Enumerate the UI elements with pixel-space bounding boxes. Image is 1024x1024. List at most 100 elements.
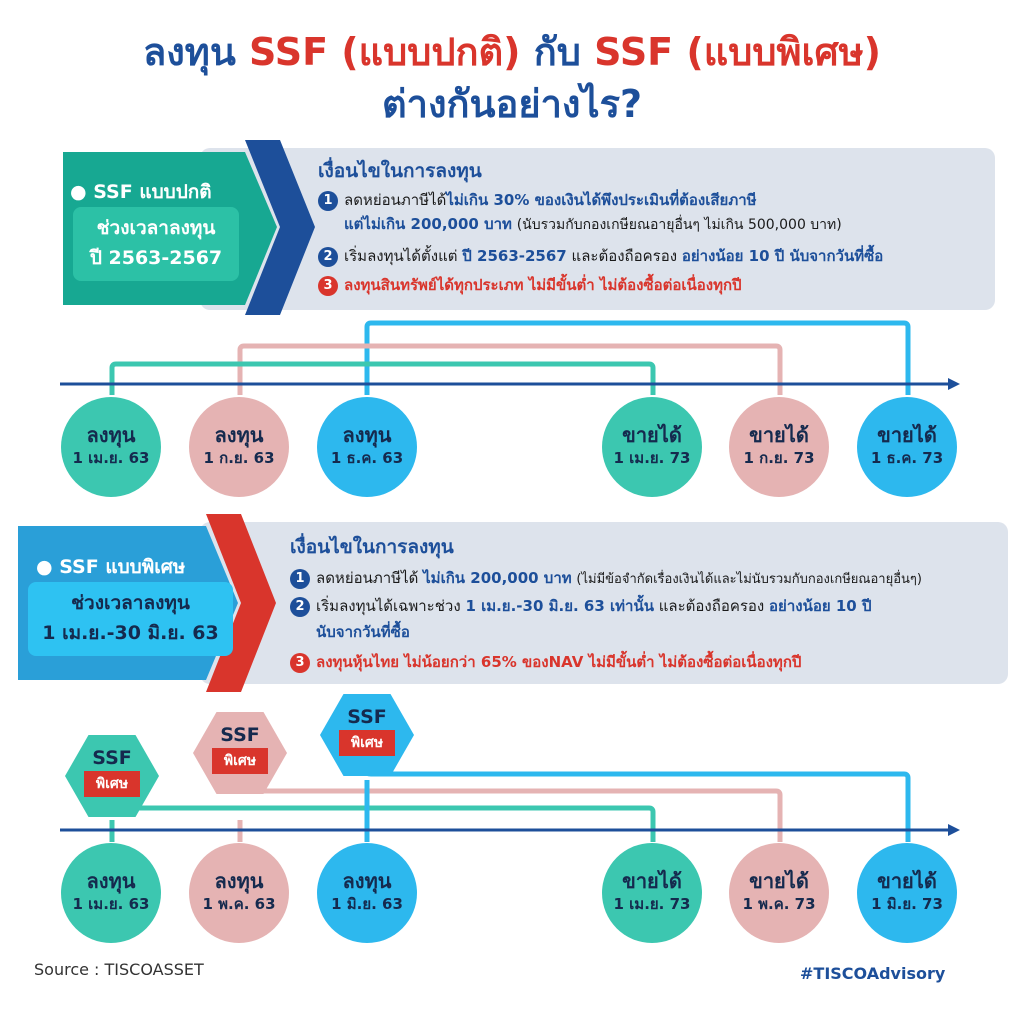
special-c1-a: ลดหย่อนภาษีได้ — [316, 569, 419, 587]
normal-cond-3: 3 ลงทุนสินทรัพย์ได้ทุกประเภท ไม่มีขั้นต่ำ… — [318, 273, 998, 297]
normal-tag: ● SSF แบบปกติ — [70, 177, 240, 207]
title-ssf-special: SSF (แบบพิเศษ) — [594, 30, 882, 74]
normal-arrow-chevron — [245, 140, 315, 315]
node-date: 1 เม.ย. 73 — [613, 895, 691, 913]
node-title: ขายได้ — [877, 869, 937, 893]
hex-title: SSF — [92, 747, 132, 769]
special-c2-b: 1 เม.ย.-30 มิ.ย. 63 เท่านั้น — [465, 597, 654, 615]
normal-cond-1b: แต่ไม่เกิน 200,000 บาท (นับรวมกับกองเกษี… — [344, 212, 994, 237]
node-date: 1 เม.ย. 63 — [72, 895, 150, 913]
special-conditions-panel — [200, 522, 1008, 684]
node-date: 1 พ.ค. 63 — [202, 895, 276, 913]
node-title: ขายได้ — [749, 423, 809, 447]
hex-title: SSF — [347, 706, 387, 728]
node-title: ขายได้ — [877, 423, 937, 447]
bullet-icon: ● — [36, 556, 53, 578]
special-link-may — [237, 780, 783, 842]
node-date: 1 มิ.ย. 73 — [871, 895, 943, 913]
special-c2-e: นับจากวันที่ซื้อ — [316, 623, 410, 641]
node-date: 1 เม.ย. 63 — [72, 449, 150, 467]
special-axis-arrow-icon — [948, 824, 960, 836]
normal-c2-a: เริ่มลงทุนได้ตั้งแต่ — [344, 247, 458, 265]
normal-tag-label: SSF แบบปกติ — [93, 181, 212, 203]
normal-axis-arrow-icon — [948, 378, 960, 390]
node-date: 1 พ.ค. 73 — [742, 895, 816, 913]
node-title: ลงทุน — [214, 869, 264, 893]
special-node-1: ลงทุน 1 เม.ย. 63 — [61, 843, 161, 943]
normal-node-4: ขายได้ 1 เม.ย. 73 — [602, 397, 702, 497]
normal-link-apr — [109, 361, 656, 395]
special-c1-b: ไม่เกิน 200,000 บาท — [423, 569, 572, 587]
normal-cond-title: เงื่อนไขในการลงทุน — [318, 160, 482, 182]
special-c2-a: เริ่มลงทุนได้เฉพาะช่วง — [316, 597, 461, 615]
node-date: 1 มิ.ย. 63 — [331, 895, 403, 913]
hex-badge: พิเศษ — [83, 771, 141, 797]
num-1-icon: 1 — [318, 190, 338, 211]
special-tag-label: SSF แบบพิเศษ — [59, 556, 186, 578]
node-date: 1 ก.ย. 63 — [203, 449, 275, 467]
hex-title: SSF — [220, 724, 260, 746]
node-date: 1 ก.ย. 73 — [743, 449, 815, 467]
normal-node-5: ขายได้ 1 ก.ย. 73 — [729, 397, 829, 497]
node-title: ขายได้ — [749, 869, 809, 893]
normal-node-3: ลงทุน 1 ธ.ค. 63 — [317, 397, 417, 497]
hex-badge: พิเศษ — [338, 730, 396, 756]
node-title: ลงทุน — [214, 423, 264, 447]
bullet-icon: ● — [70, 181, 87, 203]
special-period-box: ช่วงเวลาลงทุน 1 เม.ย.-30 มิ.ย. 63 — [28, 582, 233, 656]
num-3-icon: 3 — [318, 275, 338, 296]
hashtag: #TISCOAdvisory — [800, 964, 946, 983]
special-node-5: ขายได้ 1 พ.ค. 73 — [729, 843, 829, 943]
normal-c2-b: ปี 2563-2567 — [462, 247, 567, 265]
special-c3: ลงทุนหุ้นไทย ไม่น้อยกว่า 65% ของNAV ไม่ม… — [316, 653, 802, 671]
special-cond-2b: นับจากวันที่ซื้อ — [316, 620, 996, 644]
special-cond-title: เงื่อนไขในการลงทุน — [290, 536, 454, 558]
num-2-icon: 2 — [318, 246, 338, 267]
normal-c1-d: (นับรวมกับกองเกษียณอายุอื่นๆ ไม่เกิน 500… — [516, 217, 842, 233]
num-3-icon: 3 — [290, 652, 310, 673]
normal-node-2: ลงทุน 1 ก.ย. 63 — [189, 397, 289, 497]
special-tag: ● SSF แบบพิเศษ — [36, 552, 236, 582]
node-title: ลงทุน — [86, 869, 136, 893]
normal-node-6: ขายได้ 1 ธ.ค. 73 — [857, 397, 957, 497]
special-period-label: ช่วงเวลาลงทุน — [71, 592, 190, 614]
special-cond-3: 3 ลงทุนหุ้นไทย ไม่น้อยกว่า 65% ของNAV ไม่… — [290, 650, 1005, 674]
title-ssf-normal: SSF (แบบปกติ) — [249, 30, 521, 74]
node-title: ลงทุน — [342, 423, 392, 447]
normal-node-1: ลงทุน 1 เม.ย. 63 — [61, 397, 161, 497]
normal-c2-d: อย่างน้อย 10 ปี นับจากวันที่ซื้อ — [681, 247, 884, 265]
title-with: กับ — [533, 30, 581, 74]
special-node-2: ลงทุน 1 พ.ค. 63 — [189, 843, 289, 943]
special-c2-c: และต้องถือครอง — [658, 597, 765, 615]
special-node-4: ขายได้ 1 เม.ย. 73 — [602, 843, 702, 943]
num-2-icon: 2 — [290, 596, 310, 617]
node-title: ขายได้ — [622, 869, 682, 893]
special-c2-d: อย่างน้อย 10 ปี — [769, 597, 872, 615]
title-invest: ลงทุน — [142, 30, 236, 74]
node-date: 1 เม.ย. 73 — [613, 449, 691, 467]
normal-link-dec — [364, 320, 911, 395]
title-line-2: ต่างกันอย่างไร? — [381, 82, 643, 126]
normal-cond-2: 2 เริ่มลงทุนได้ตั้งแต่ ปี 2563-2567 และต้… — [318, 244, 998, 268]
special-c1-c: (ไม่มีข้อจำกัดเรื่องเงินได้และไม่นับรวมก… — [576, 572, 922, 587]
node-title: ลงทุน — [86, 423, 136, 447]
special-node-6: ขายได้ 1 มิ.ย. 73 — [857, 843, 957, 943]
normal-c2-c: และต้องถือครอง — [571, 247, 678, 265]
special-link-apr — [109, 800, 656, 842]
normal-link-sep — [237, 343, 783, 395]
normal-period-value: ปี 2563-2567 — [89, 247, 223, 269]
node-title: ขายได้ — [622, 423, 682, 447]
node-date: 1 ธ.ค. 73 — [870, 449, 944, 467]
source-credit: Source : TISCOASSET — [34, 960, 204, 979]
hex-badge: พิเศษ — [211, 748, 269, 774]
normal-c3: ลงทุนสินทรัพย์ได้ทุกประเภท ไม่มีขั้นต่ำ … — [344, 276, 742, 294]
node-date: 1 ธ.ค. 63 — [330, 449, 404, 467]
normal-c1-a: ลดหย่อนภาษีได้ — [344, 191, 447, 209]
special-node-3: ลงทุน 1 มิ.ย. 63 — [317, 843, 417, 943]
special-cond-2: 2 เริ่มลงทุนได้เฉพาะช่วง 1 เม.ย.-30 มิ.ย.… — [290, 594, 990, 618]
node-title: ลงทุน — [342, 869, 392, 893]
